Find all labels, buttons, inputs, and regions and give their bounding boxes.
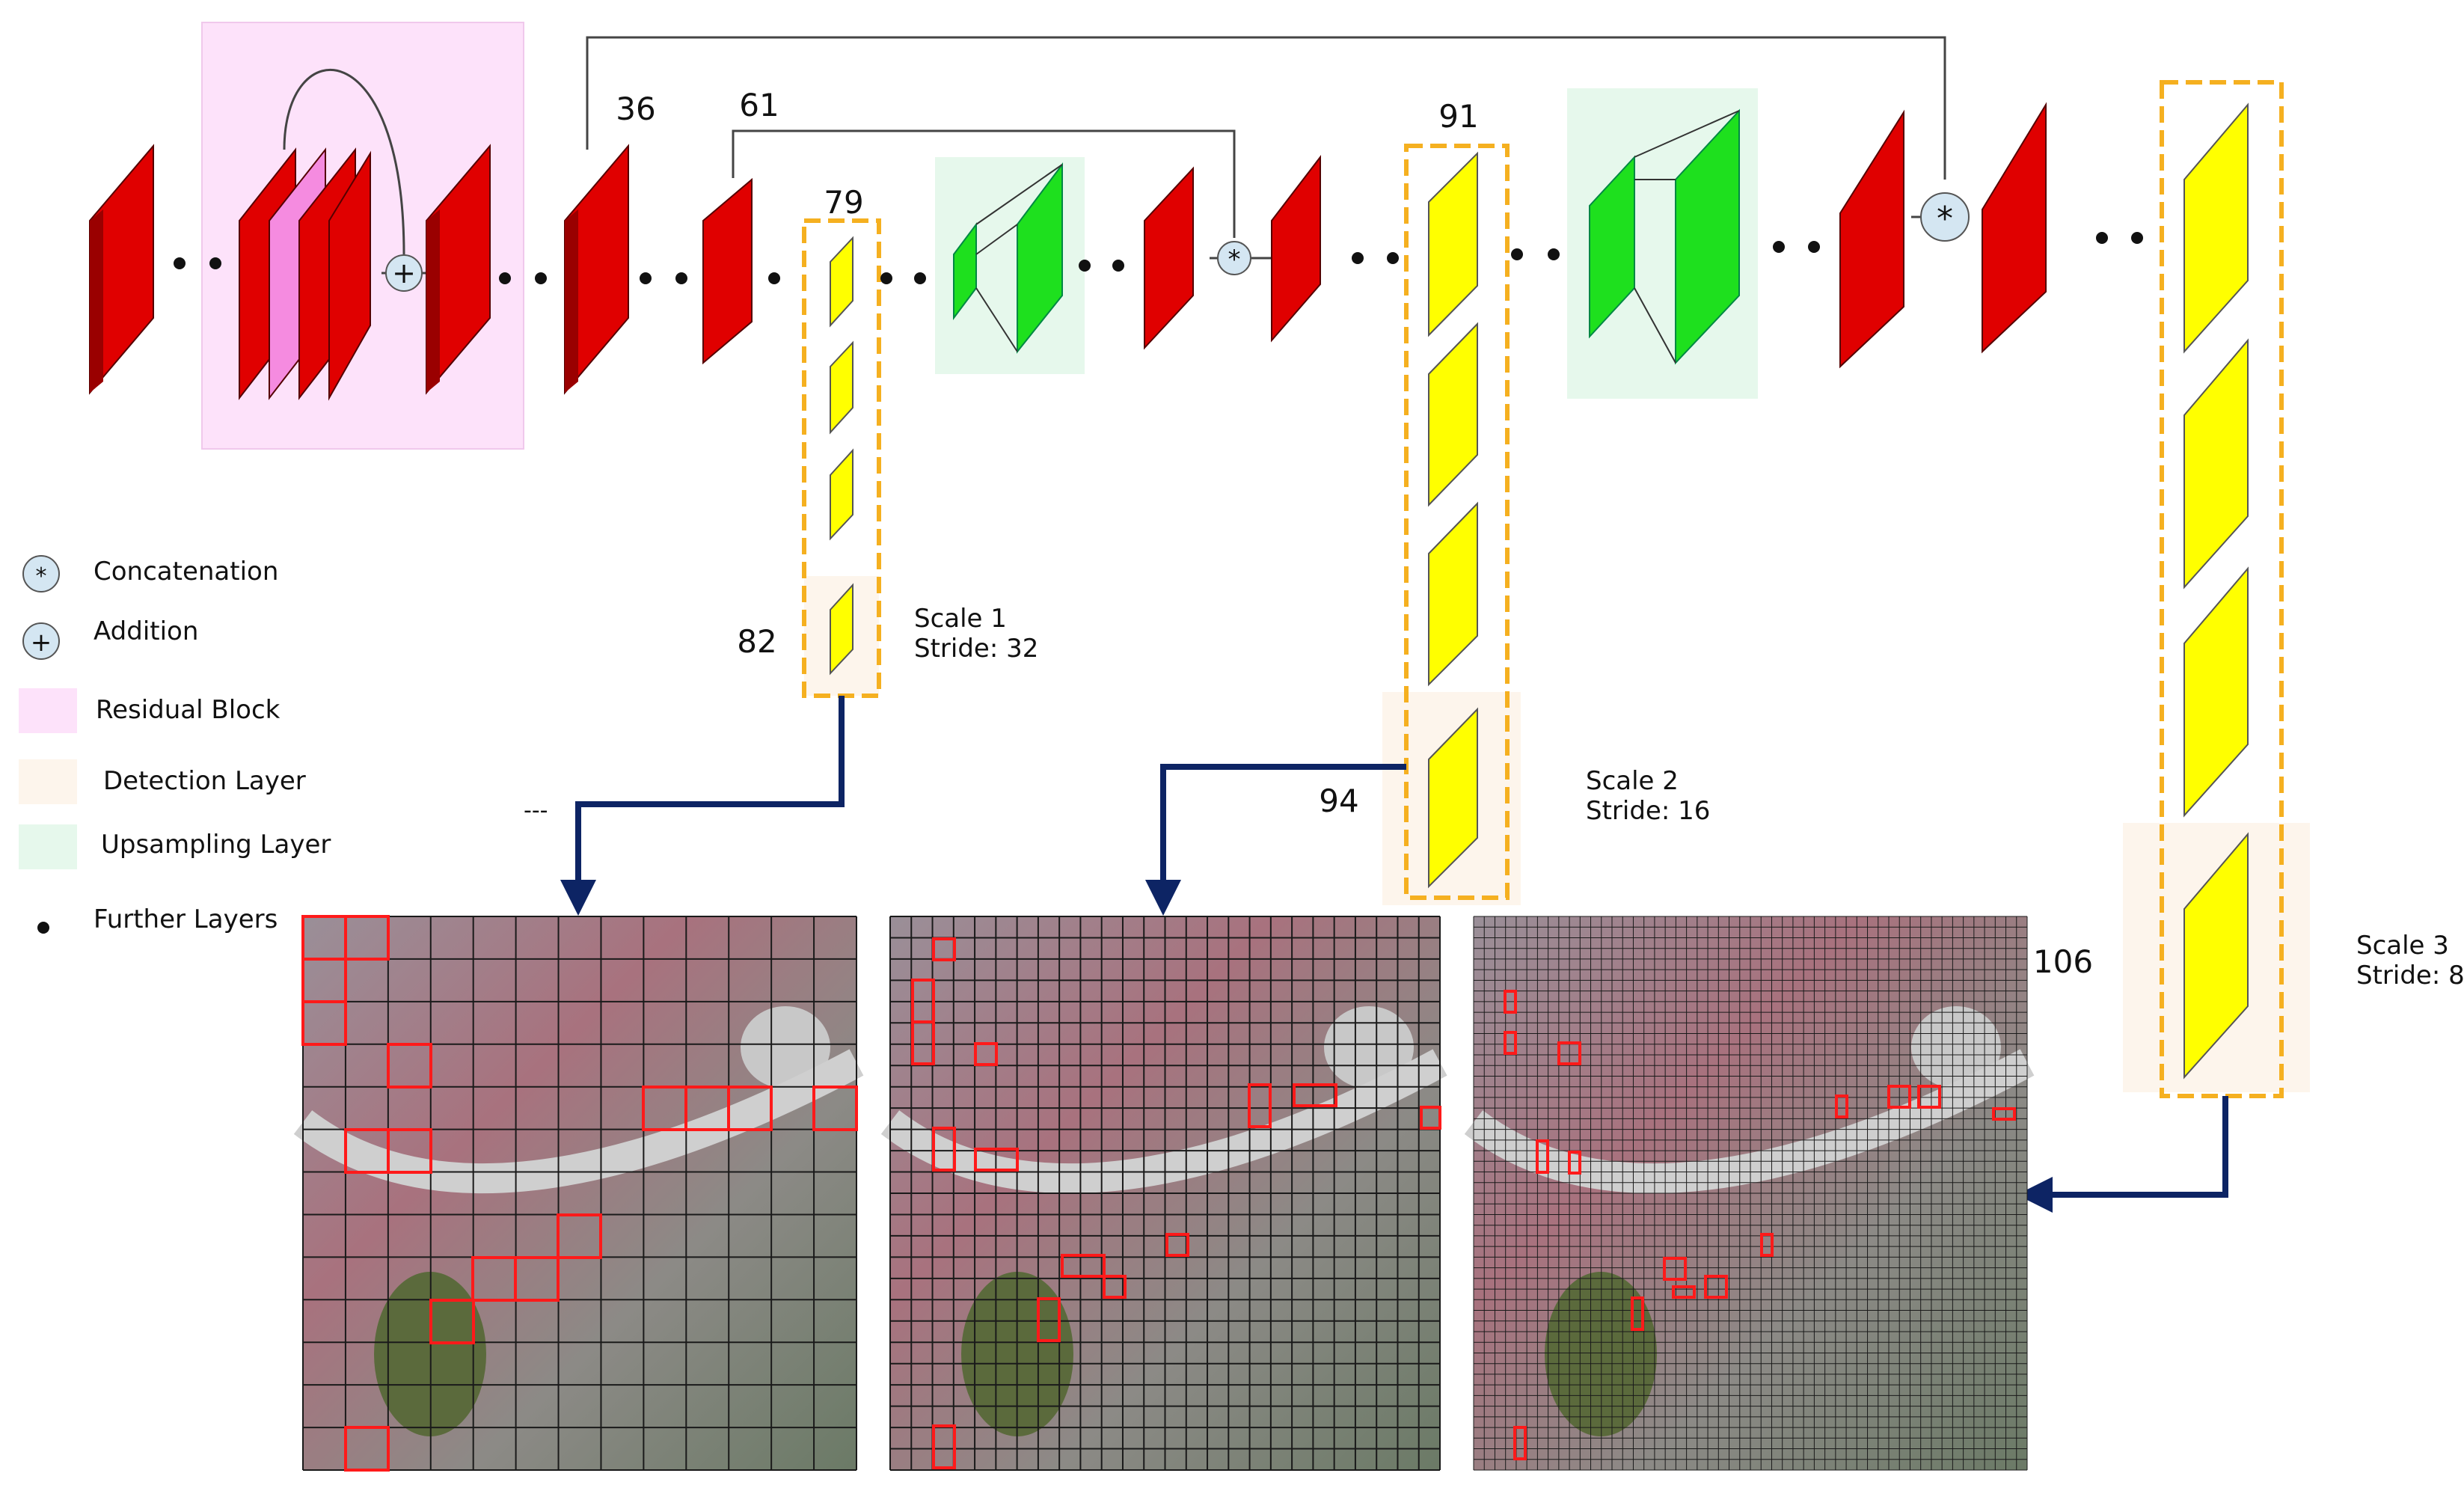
arrow-scale-3 <box>2017 1096 2228 1213</box>
layer-number-79: 79 <box>824 184 863 221</box>
layer-number-91: 91 <box>1438 98 1478 135</box>
legend-item-addition: + Addition <box>22 616 198 660</box>
legend-label: Upsampling Layer <box>101 830 331 860</box>
residual-layer <box>328 150 371 401</box>
upsample-layer-large <box>1675 108 1740 365</box>
further-layers-dot <box>37 922 49 934</box>
addition-node: + <box>385 254 423 292</box>
layer-number-61: 61 <box>739 87 779 123</box>
conv-layer <box>564 144 629 395</box>
yolo-stack-2 <box>1404 144 1510 900</box>
scale-3-label: Scale 3 <box>2356 931 2449 961</box>
concatenation-icon <box>22 555 60 593</box>
yolo-layer <box>830 448 853 541</box>
upsample-layer-large <box>1017 162 1063 354</box>
output-image-scale-1 <box>293 915 864 1472</box>
concatenation-node: * <box>1217 241 1251 275</box>
upsampling-layer-swatch <box>19 824 77 869</box>
output-image-scale-2 <box>880 916 1447 1471</box>
residual-block-layers <box>239 147 371 401</box>
detection-boxes <box>1504 990 2016 1460</box>
conv-layer <box>89 144 154 395</box>
yolo-layer <box>830 583 853 676</box>
detection-outline-2 <box>1404 144 1510 900</box>
output-arrows <box>560 696 2228 1213</box>
addition-symbol: + <box>31 628 52 658</box>
yolo-layer <box>2183 338 2249 590</box>
yolo-layer <box>830 340 853 435</box>
legend-label: Detection Layer <box>103 766 306 796</box>
conv-layer <box>1271 155 1321 343</box>
legend-label: Residual Block <box>96 695 281 725</box>
yolo-layer <box>1428 151 1478 337</box>
yolo-layer <box>1428 707 1478 889</box>
yolo-layer <box>2183 566 2249 818</box>
yolo-layer <box>1428 501 1478 687</box>
conv-layer <box>1982 102 2047 354</box>
arrow-scale-2 <box>1145 764 1406 916</box>
addition-icon <box>22 622 60 660</box>
conv-layer <box>702 177 753 365</box>
stride-3-label: Stride: 8 <box>2356 961 2464 991</box>
upsampling-layers <box>953 108 1740 365</box>
yolo-stack-3 <box>2160 80 2284 1098</box>
layer-number-94: 94 <box>1319 783 1358 819</box>
legend-label: Further Layers <box>94 904 278 934</box>
conv-layer <box>1839 109 1904 369</box>
dashes-label: --- <box>524 797 548 824</box>
scale-1-label: Scale 1 <box>914 604 1007 634</box>
detection-outline-3 <box>2160 80 2284 1098</box>
layer-number-106: 106 <box>2033 943 2093 980</box>
legend-item-further-layers: Further Layers <box>37 904 278 934</box>
legend-item-concatenation: * Concatenation <box>22 555 278 593</box>
addition-symbol: + <box>392 257 416 290</box>
legend-item-detection-layer: Detection Layer <box>19 759 306 804</box>
grid-scale-2 <box>889 916 1441 1471</box>
arrow-scale-1 <box>560 696 845 916</box>
yolo-layer <box>1428 322 1478 507</box>
conv-layers <box>89 102 2047 395</box>
concat-symbol: * <box>1937 200 1953 238</box>
yolo-layer <box>2183 102 2249 354</box>
yolo-layer <box>830 236 853 328</box>
residual-block-swatch <box>19 688 77 733</box>
yolo-layer <box>2183 832 2249 1080</box>
stride-2-label: Stride: 16 <box>1586 796 1710 826</box>
concat-symbol: * <box>1228 245 1241 275</box>
detection-boxes <box>301 915 858 1472</box>
conv-layer <box>1144 166 1194 350</box>
concat-symbol: * <box>36 563 47 590</box>
further-layer-dots <box>174 232 2143 284</box>
layer-number-82: 82 <box>737 623 776 660</box>
concatenation-node: * <box>1920 192 1970 242</box>
legend-label: Addition <box>94 616 198 646</box>
scale-2-label: Scale 2 <box>1586 766 1679 796</box>
detection-boxes <box>911 937 1441 1469</box>
stride-1-label: Stride: 32 <box>914 634 1038 664</box>
detection-layer-swatch <box>19 759 77 804</box>
output-image-scale-3 <box>1464 916 2035 1471</box>
legend-item-residual-block: Residual Block <box>19 688 281 733</box>
legend-item-upsampling-layer: Upsampling Layer <box>19 824 331 869</box>
legend: * Concatenation + Addition Residual Bloc… <box>19 555 331 934</box>
legend-label: Concatenation <box>94 557 278 587</box>
conv-layer <box>426 144 491 395</box>
layer-number-36: 36 <box>616 91 655 127</box>
